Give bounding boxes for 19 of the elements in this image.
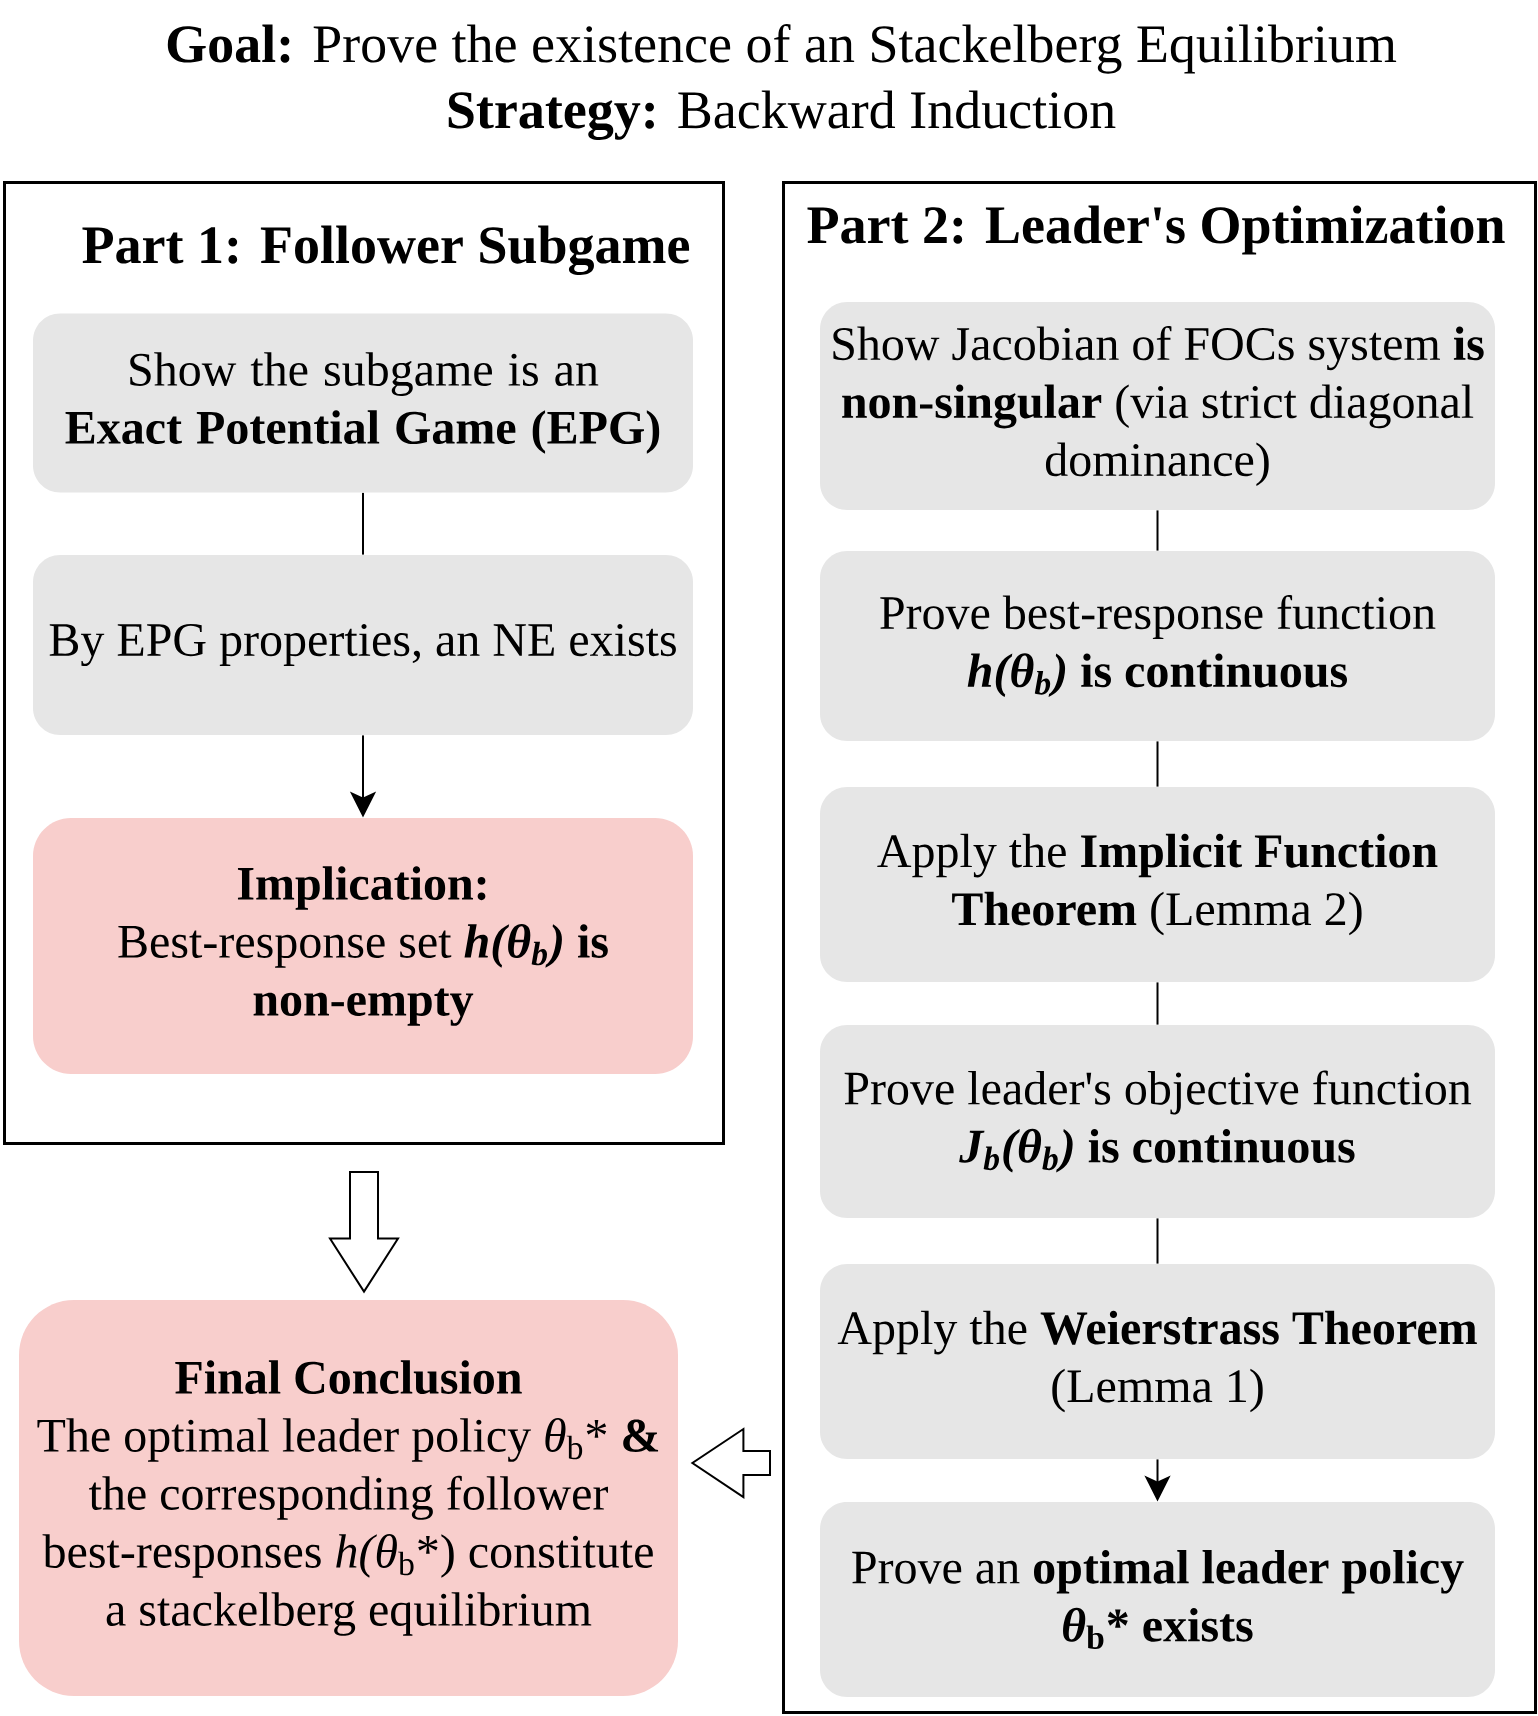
step-box: Prove best-response function h(θ$_{b}$) is continuous — [820, 551, 1495, 741]
step-box: Show the subgame is an Exact Potential Game (EPG) — [33, 313, 693, 493]
step-box: Prove an optimal leader policy θ$_{b}$* exists — [820, 1502, 1495, 1697]
step-box: By EPG properties, an NE exists — [33, 555, 693, 735]
connector-line — [1156, 740, 1159, 788]
step-box: Prove leader's objective function J$_{b}$(θ$_{b}$) is continuous — [820, 1025, 1495, 1218]
hollow-arrow — [690, 1427, 771, 1499]
step-box: Show Jacobian of FOCs system is non-singular (via strict diagonal dominance) — [820, 302, 1495, 510]
connector-line — [1156, 509, 1159, 552]
connector-line — [1156, 1217, 1159, 1265]
subtitle: Strategy: Backward Induction — [448, 90, 1116, 140]
conclusion-box: Final Conclusion The optimal leader policy θ$_{b}$* & the corresponding follower best-responses h(θ$_{b}$*) constitute a stackelberg equilibrium — [19, 1300, 678, 1696]
title: Goal: Prove the existence of an Stackelberg Equilibrium — [167, 24, 1397, 74]
step-box: Apply the Weierstrass Theorem (Lemma 1) — [820, 1264, 1495, 1459]
connector-line — [1156, 981, 1159, 1026]
connector-line — [362, 491, 364, 556]
hollow-arrow — [328, 1171, 400, 1294]
result-box: Implication: Best-response set h(θ$_{b}$) is non-empty — [33, 818, 693, 1074]
step-box: Apply the Implicit Function Theorem (Lemma 2) — [820, 787, 1495, 982]
